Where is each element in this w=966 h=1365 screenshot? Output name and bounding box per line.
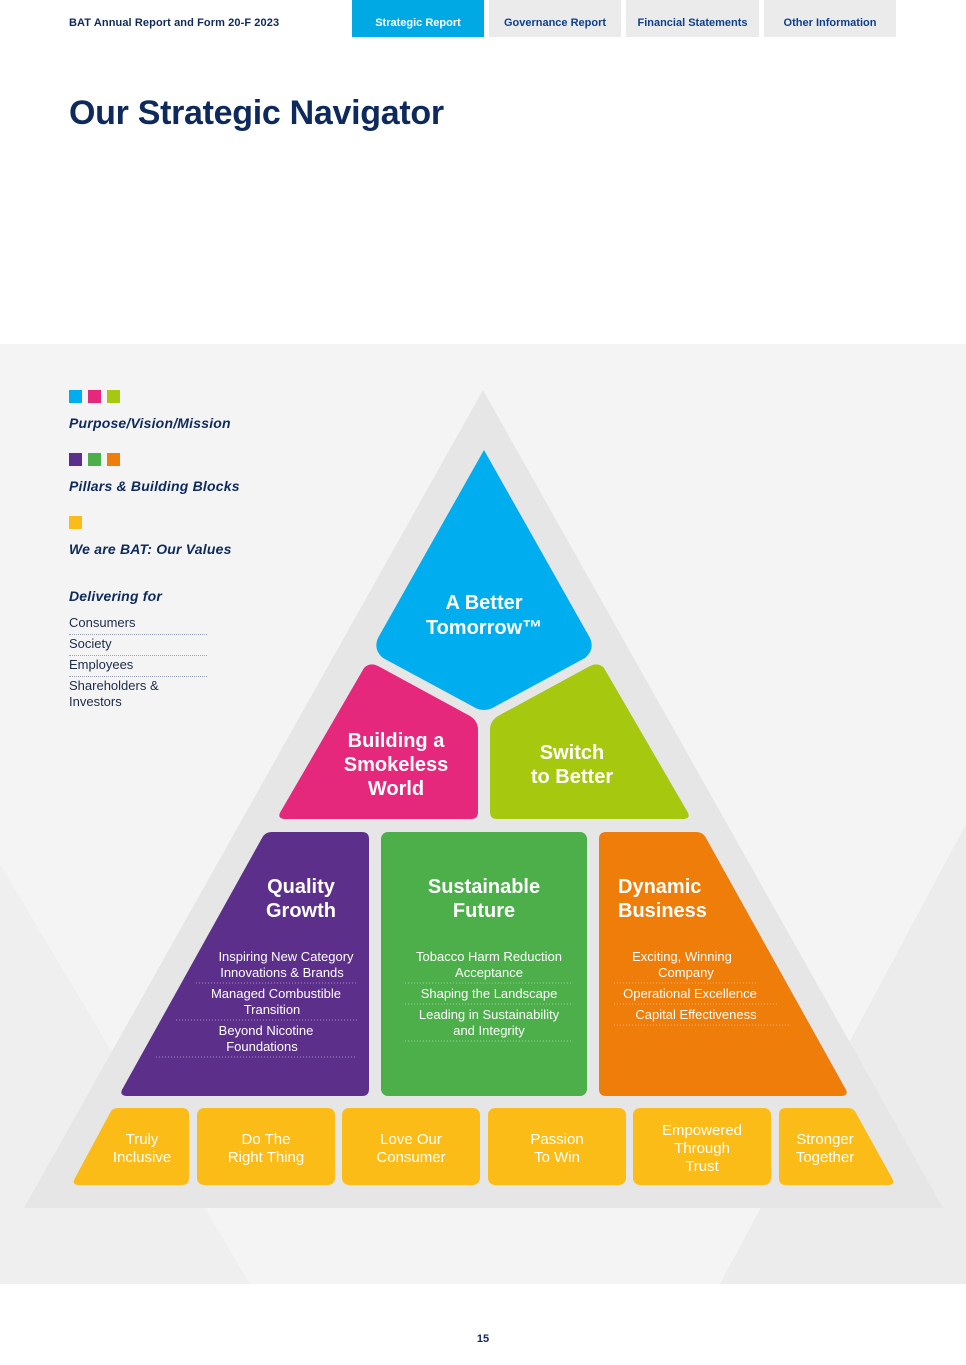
- value-line-2: Together: [796, 1149, 854, 1166]
- value-line-1: Truly: [126, 1131, 159, 1148]
- list-item: Consumers: [69, 614, 207, 635]
- page-title: Our Strategic Navigator: [69, 94, 444, 132]
- building-block-line-1: Beyond Nicotine: [219, 1023, 314, 1038]
- delivering-for-title: Delivering for: [69, 588, 163, 604]
- legend-label-values: We are BAT: Our Values: [69, 541, 232, 557]
- legend-label-purpose: Purpose/Vision/Mission: [69, 415, 231, 431]
- vision-line-2: Smokeless: [344, 754, 449, 776]
- swatch-blue: [69, 390, 82, 403]
- legend-swatches-purpose: [69, 390, 269, 403]
- value-truly-inclusive: [73, 1108, 189, 1185]
- value-stronger-together: [779, 1108, 894, 1185]
- building-block-line-2: Foundations: [226, 1039, 298, 1054]
- pillar-title-line-2: Future: [453, 900, 515, 922]
- value-line-2: Through: [674, 1140, 730, 1157]
- purpose-line-1: A Better: [445, 592, 522, 614]
- tab-strategic-report[interactable]: Strategic Report: [352, 0, 484, 37]
- legend-label-pillars: Pillars & Building Blocks: [69, 478, 240, 494]
- building-block-line-1: Shaping the Landscape: [421, 986, 558, 1001]
- delivering-for-list: Consumers Society Employees Shareholders…: [69, 614, 207, 713]
- value-line-1: Stronger: [796, 1131, 854, 1148]
- list-item: Employees: [69, 656, 207, 677]
- value-line-1: Love Our: [380, 1131, 442, 1148]
- pillar-title-line-1: Quality: [267, 876, 336, 898]
- building-block-line-1: Inspiring New Category: [218, 949, 354, 964]
- value-line-1: Empowered: [662, 1122, 742, 1139]
- purpose-shape: [376, 450, 592, 710]
- tab-financial-statements[interactable]: Financial Statements: [626, 0, 759, 37]
- mission-shape: [490, 664, 689, 819]
- building-block-line-1: Tobacco Harm Reduction: [416, 949, 562, 964]
- value-line-3: Trust: [685, 1158, 719, 1175]
- vision-line-1: Building a: [348, 730, 446, 752]
- pillar-sustainable-future: [381, 832, 587, 1096]
- value-do-the-right-thing: [197, 1108, 335, 1185]
- swatch-orange: [107, 453, 120, 466]
- list-item: Shareholders & Investors: [69, 678, 159, 709]
- swatch-green: [88, 453, 101, 466]
- vision-line-3: World: [368, 778, 424, 800]
- value-line-1: Passion: [530, 1131, 583, 1148]
- legend-swatches-values: [69, 516, 269, 529]
- value-line-2: Consumer: [376, 1149, 445, 1166]
- list-item: Society: [69, 635, 207, 656]
- pillar-title-line-1: Dynamic: [618, 876, 701, 898]
- value-line-2: To Win: [534, 1149, 580, 1166]
- building-block-line-1: Operational Excellence: [623, 986, 757, 1001]
- building-block-line-2: Company: [658, 965, 714, 980]
- swatch-lime: [107, 390, 120, 403]
- pillar-title-line-2: Growth: [266, 900, 336, 922]
- building-block-line-2: Innovations & Brands: [220, 965, 344, 980]
- building-block-line-1: Capital Effectiveness: [635, 1007, 757, 1022]
- page-number: 15: [476, 1333, 490, 1345]
- value-line-1: Do The: [242, 1131, 291, 1148]
- swatch-yellow: [69, 516, 82, 529]
- report-title: BAT Annual Report and Form 20-F 2023: [69, 17, 280, 29]
- value-love-our-consumer: [342, 1108, 480, 1185]
- building-block-line-2: and Integrity: [453, 1023, 525, 1038]
- legend: Purpose/Vision/Mission Pillars & Buildin…: [69, 390, 269, 579]
- building-block-line-1: Exciting, Winning: [632, 949, 732, 964]
- mission-line-1: Switch: [540, 742, 604, 764]
- value-line-2: Right Thing: [228, 1149, 304, 1166]
- value-line-2: Inclusive: [113, 1149, 171, 1166]
- pillar-title-line-1: Sustainable: [428, 876, 540, 898]
- purpose-line-2: Tomorrow™: [426, 617, 542, 639]
- pillar-dynamic-business: [599, 832, 847, 1096]
- value-passion-to-win: [488, 1108, 626, 1185]
- value-empowered-through-trust: [633, 1108, 771, 1185]
- swatch-purple: [69, 453, 82, 466]
- building-block-line-2: Transition: [244, 1002, 301, 1017]
- pillar-quality-growth: [121, 832, 369, 1096]
- swatch-pink: [88, 390, 101, 403]
- tab-other-information[interactable]: Other Information: [764, 0, 896, 37]
- mission-line-2: to Better: [531, 766, 613, 788]
- building-block-line-1: Leading in Sustainability: [419, 1007, 560, 1022]
- tab-governance-report[interactable]: Governance Report: [489, 0, 621, 37]
- pillar-title-line-2: Business: [618, 900, 707, 922]
- vision-shape: [279, 664, 478, 819]
- building-block-line-1: Managed Combustible: [211, 986, 341, 1001]
- legend-swatches-pillars: [69, 453, 269, 466]
- building-block-line-2: Acceptance: [455, 965, 523, 980]
- section-nav: Strategic Report Governance Report Finan…: [352, 0, 901, 37]
